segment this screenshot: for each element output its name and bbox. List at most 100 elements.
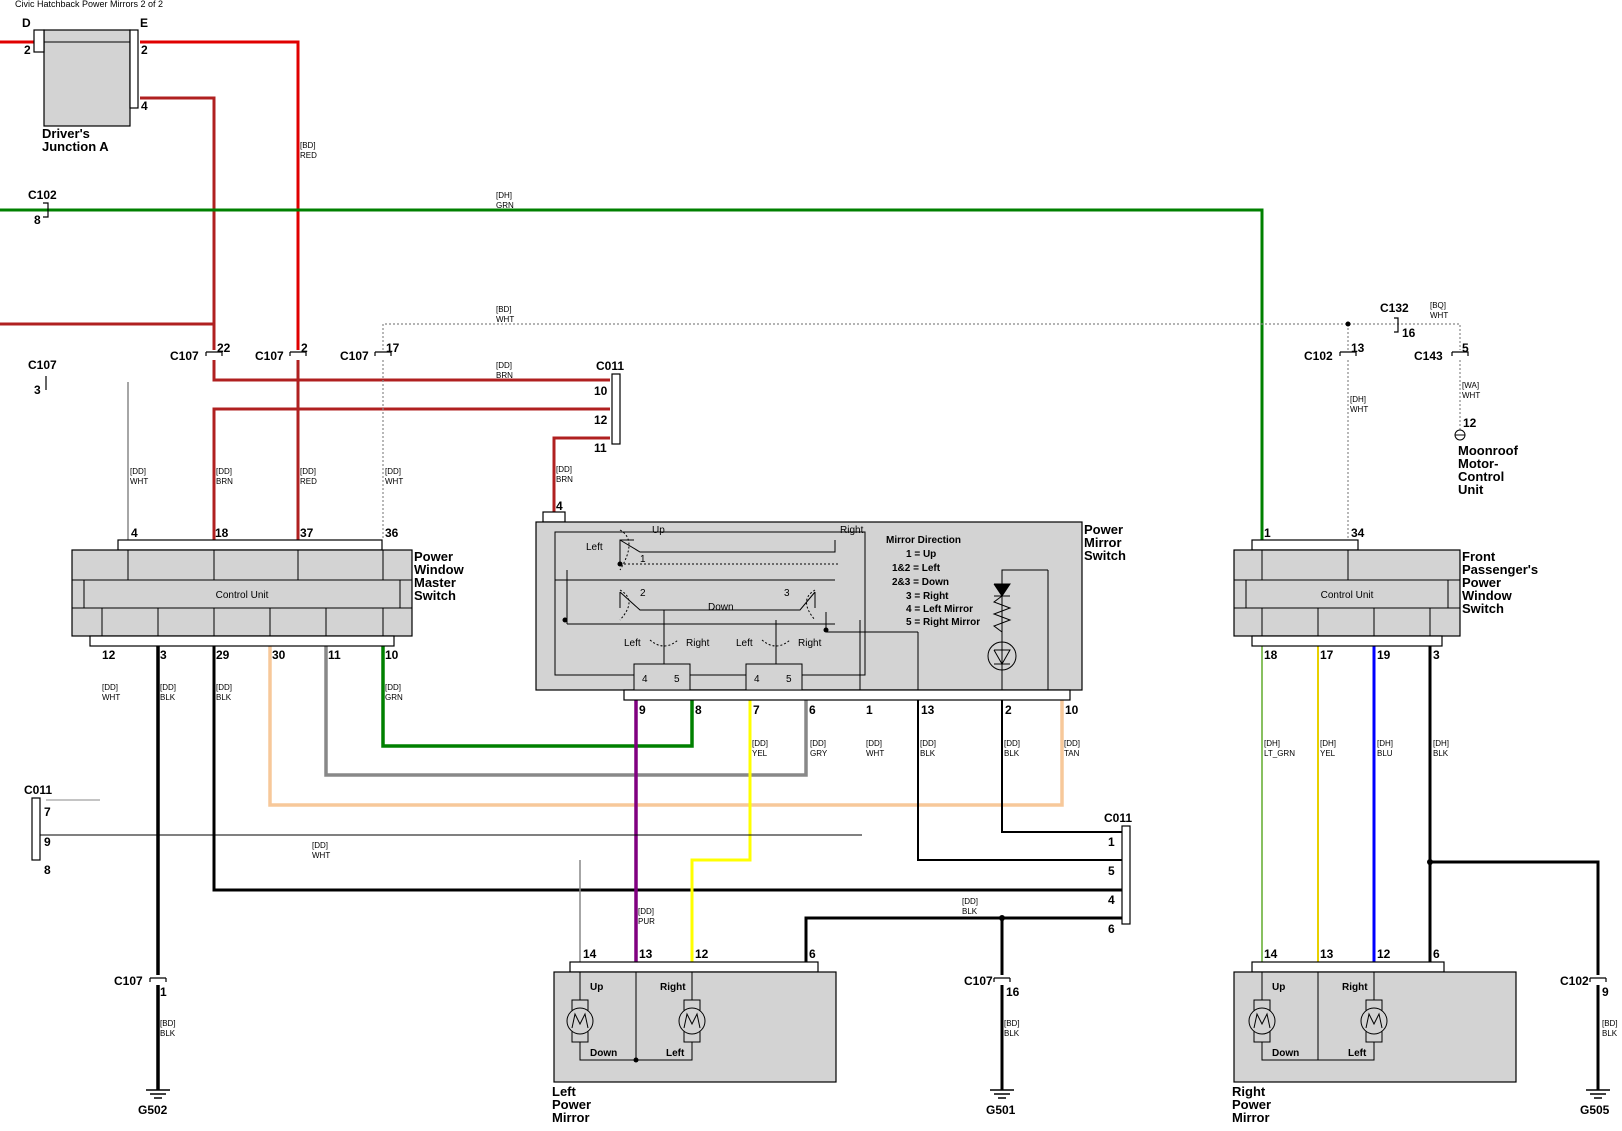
pin-label-d: D <box>22 16 31 30</box>
power-mirror-switch[interactable]: 4 Power Mirror Switch <box>535 499 1164 717</box>
connectors: C102 8 C107 22 C107 2 C107 17 C107 3 C01… <box>24 188 1609 999</box>
svg-text:[DD]: [DD] <box>102 683 118 692</box>
svg-text:10: 10 <box>1065 703 1079 717</box>
svg-text:1&2 = Left: 1&2 = Left <box>892 563 941 574</box>
svg-text:WHT: WHT <box>385 477 403 486</box>
connector-c011-top: C011 <box>596 359 624 373</box>
svg-text:RED: RED <box>300 477 317 486</box>
right-power-mirror[interactable]: Up Right Down Left 14 13 12 6 Right Powe… <box>1232 947 1517 1131</box>
svg-text:22: 22 <box>217 341 231 355</box>
svg-text:4: 4 <box>556 499 563 513</box>
pms-up: Up <box>652 525 665 536</box>
svg-text:2: 2 <box>1005 703 1012 717</box>
svg-text:3: 3 <box>34 383 41 397</box>
svg-text:10: 10 <box>385 648 399 662</box>
fppws-label: Front Passenger's Power Window Switch <box>1462 550 1539 616</box>
svg-text:Left: Left <box>1348 1048 1367 1059</box>
connector-c143: C143 <box>1414 349 1443 363</box>
mirror-direction-legend: Mirror Direction 1 = Up 1&2 = Left 2&3 =… <box>886 535 980 628</box>
svg-text:BLK: BLK <box>160 1029 176 1038</box>
power-window-master-switch[interactable]: Control Unit Power Window Master Switch … <box>71 526 494 662</box>
wire-blk-pms13 <box>917 700 1122 861</box>
splice-dot <box>999 915 1005 921</box>
pms-internal <box>554 529 1049 691</box>
connector-c107-2: C107 <box>255 349 284 363</box>
svg-text:6: 6 <box>809 703 816 717</box>
svg-text:BRN: BRN <box>556 475 573 484</box>
wire-labels: [BD] RED [DH] GRN [BD] WHT [DD] BRN [DD]… <box>102 141 1618 1038</box>
svg-text:WHT: WHT <box>312 851 330 860</box>
wire-blk-lm6 <box>804 916 1122 962</box>
wire-tan <box>268 646 1064 807</box>
moonroof-motor-control-unit[interactable]: 12 Moonroof Motor-Control Unit <box>1454 416 1548 504</box>
svg-text:1: 1 <box>160 985 167 999</box>
svg-text:WHT: WHT <box>1430 311 1448 320</box>
svg-text:[DH]: [DH] <box>1377 739 1393 748</box>
diagram-title: Civic Hatchback Power Mirrors 2 of 2 <box>15 0 163 9</box>
svg-text:BLK: BLK <box>1004 749 1020 758</box>
svg-text:6: 6 <box>809 947 816 961</box>
svg-text:18: 18 <box>1264 648 1278 662</box>
svg-text:[WA]: [WA] <box>1462 381 1479 390</box>
fppws-control-unit: Control Unit <box>1321 590 1374 601</box>
svg-text:[DD]: [DD] <box>312 841 328 850</box>
connector-c107-1: C107 <box>114 974 143 988</box>
pwms-control-unit: Control Unit <box>216 590 269 601</box>
svg-text:[BD]: [BD] <box>160 1019 176 1028</box>
wire-red-bd <box>140 40 300 350</box>
svg-text:7: 7 <box>753 703 760 717</box>
svg-text:[DD]: [DD] <box>752 739 768 748</box>
svg-text:[DH]: [DH] <box>496 191 512 200</box>
pms-left-top: Left <box>586 542 603 553</box>
svg-text:[DH]: [DH] <box>1350 395 1366 404</box>
svg-text:BRN: BRN <box>496 371 513 380</box>
front-passenger-power-window-switch[interactable]: Control Unit Front Passenger's Power Win… <box>1233 526 1552 662</box>
connector-c102-13: C102 <box>1304 349 1333 363</box>
svg-text:GRN: GRN <box>385 693 403 702</box>
svg-text:TAN: TAN <box>1064 749 1080 758</box>
svg-text:5: 5 <box>786 674 792 685</box>
svg-text:16: 16 <box>1402 326 1416 340</box>
svg-text:17: 17 <box>386 341 400 355</box>
wire-grn-dd <box>381 646 694 748</box>
ground-g501: G501 <box>986 1089 1016 1117</box>
svg-text:5 = Right Mirror: 5 = Right Mirror <box>906 617 980 628</box>
svg-text:BLK: BLK <box>160 693 176 702</box>
svg-text:[DD]: [DD] <box>385 467 401 476</box>
svg-text:[DD]: [DD] <box>130 467 146 476</box>
svg-text:3: 3 <box>160 648 167 662</box>
splice-dot <box>1427 859 1433 865</box>
svg-text:17: 17 <box>1320 648 1334 662</box>
svg-text:16: 16 <box>1006 985 1020 999</box>
junction-box <box>43 29 131 127</box>
svg-text:6: 6 <box>1433 947 1440 961</box>
svg-text:[DH]: [DH] <box>1320 739 1336 748</box>
svg-text:[DD]: [DD] <box>385 683 401 692</box>
svg-text:BLK: BLK <box>216 693 232 702</box>
svg-text:30: 30 <box>272 648 286 662</box>
svg-text:GRN: GRN <box>496 201 514 210</box>
svg-text:9: 9 <box>1602 985 1609 999</box>
svg-text:[DD]: [DD] <box>866 739 882 748</box>
svg-text:5: 5 <box>1108 864 1115 878</box>
svg-text:6: 6 <box>1108 922 1115 936</box>
left-power-mirror[interactable]: Up Right Down Left 14 13 12 6 Left Power… <box>552 947 837 1131</box>
drivers-junction-a[interactable]: D E 2 2 4 Driver's Junction A <box>22 16 152 163</box>
wires <box>0 40 1600 1090</box>
svg-text:Mirror Direction: Mirror Direction <box>886 535 961 546</box>
svg-text:[DD]: [DD] <box>216 467 232 476</box>
svg-text:WHT: WHT <box>1350 405 1368 414</box>
svg-text:1: 1 <box>640 554 646 565</box>
svg-text:G502: G502 <box>138 1103 168 1117</box>
svg-text:3: 3 <box>784 588 790 599</box>
wire-blk-c102-9 <box>1430 860 1600 975</box>
svg-text:BLK: BLK <box>1433 749 1449 758</box>
svg-text:YEL: YEL <box>1320 749 1336 758</box>
junction-connector-e <box>129 29 139 109</box>
svg-text:[DD]: [DD] <box>216 683 232 692</box>
wire-wht-bd <box>382 323 1461 350</box>
svg-text:2: 2 <box>141 43 148 57</box>
svg-text:13: 13 <box>1351 341 1365 355</box>
wire-brn-pwms18 <box>212 407 610 540</box>
svg-text:Left: Left <box>666 1048 685 1059</box>
